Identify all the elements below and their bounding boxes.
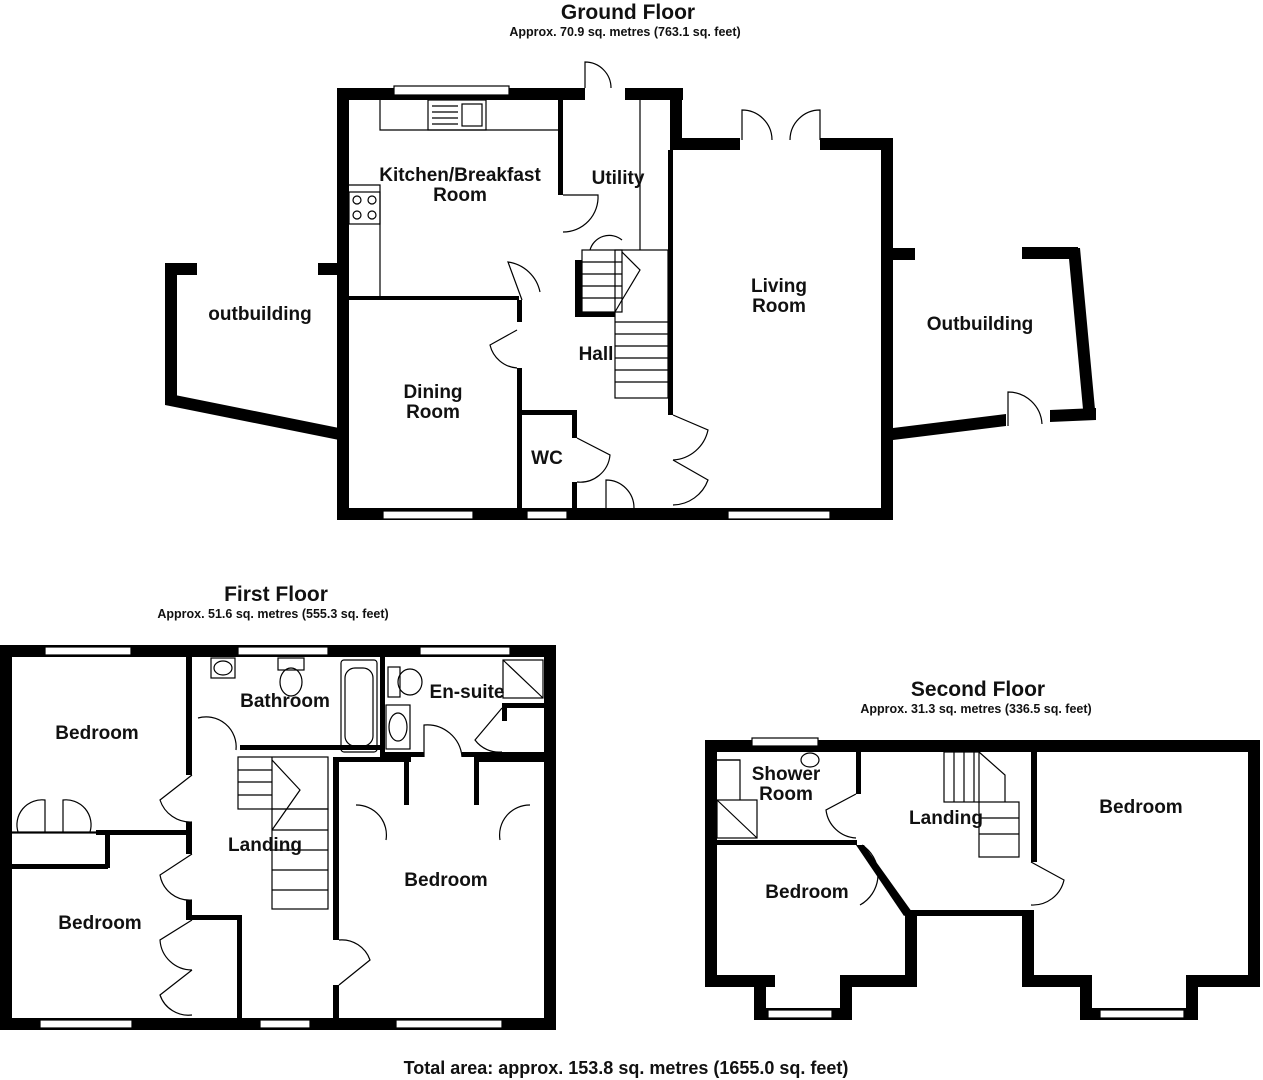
first-floor-fixtures	[11, 657, 544, 1016]
ground-floor-room-labels: Kitchen/Breakfast Room Utility Living Ro…	[208, 165, 1033, 469]
room-label-dining: Dining	[403, 382, 462, 403]
second-floor-area: Approx. 31.3 sq. metres (336.5 sq. feet)	[860, 702, 1091, 716]
room-label-landing: Landing	[228, 835, 302, 856]
second-floor-windows	[751, 737, 1185, 1019]
room-label-landing-second: Landing	[909, 808, 983, 829]
room-label-bedroom-right: Bedroom	[404, 870, 487, 891]
ground-floor-title: Ground Floor	[561, 1, 695, 24]
room-label-bedroom-top-left: Bedroom	[55, 723, 138, 744]
ground-floor-fixtures	[348, 61, 1043, 509]
room-label-hall: Hall	[579, 344, 614, 365]
room-label-utility: Utility	[592, 168, 645, 189]
room-label-kitchen-line2: Room	[433, 185, 487, 206]
room-label-kitchen: Kitchen/Breakfast	[379, 165, 541, 186]
room-label-bathroom: Bathroom	[240, 691, 330, 712]
ground-floor-walls	[165, 88, 1096, 520]
first-floor-room-labels: Bedroom Bathroom En-suite Landing Bedroo…	[55, 682, 504, 934]
first-floor-area: Approx. 51.6 sq. metres (555.3 sq. feet)	[157, 607, 388, 621]
first-floor-plan: First Floor Approx. 51.6 sq. metres (555…	[0, 583, 556, 1030]
room-label-wc: WC	[531, 448, 563, 469]
room-label-bedroom-left-second: Bedroom	[765, 882, 848, 903]
second-floor-fixtures	[716, 751, 1065, 906]
second-floor-plan: Second Floor Approx. 31.3 sq. metres (33…	[705, 678, 1260, 1020]
first-floor-windows	[39, 646, 511, 1029]
ground-floor-area: Approx. 70.9 sq. metres (763.1 sq. feet)	[509, 25, 740, 39]
room-label-living: Living	[751, 276, 807, 297]
ground-floor-plan: Ground Floor Approx. 70.9 sq. metres (76…	[165, 1, 1096, 520]
room-label-bedroom-right-second: Bedroom	[1099, 797, 1182, 818]
room-label-outbuilding-right: Outbuilding	[927, 314, 1034, 335]
ground-floor-windows	[382, 85, 831, 520]
room-label-ensuite: En-suite	[430, 682, 505, 703]
room-label-outbuilding-left: outbuilding	[208, 304, 311, 325]
total-area: Total area: approx. 153.8 sq. metres (16…	[404, 1058, 849, 1078]
room-label-shower-line2: Room	[759, 784, 813, 805]
second-floor-title: Second Floor	[911, 678, 1045, 701]
room-label-living-line2: Room	[752, 296, 806, 317]
second-floor-room-labels: Shower Room Landing Bedroom Bedroom	[752, 764, 1183, 903]
room-label-bedroom-bottom-left: Bedroom	[58, 913, 141, 934]
room-label-shower: Shower	[752, 764, 821, 785]
first-floor-title: First Floor	[224, 583, 328, 606]
room-label-dining-line2: Room	[406, 402, 460, 423]
